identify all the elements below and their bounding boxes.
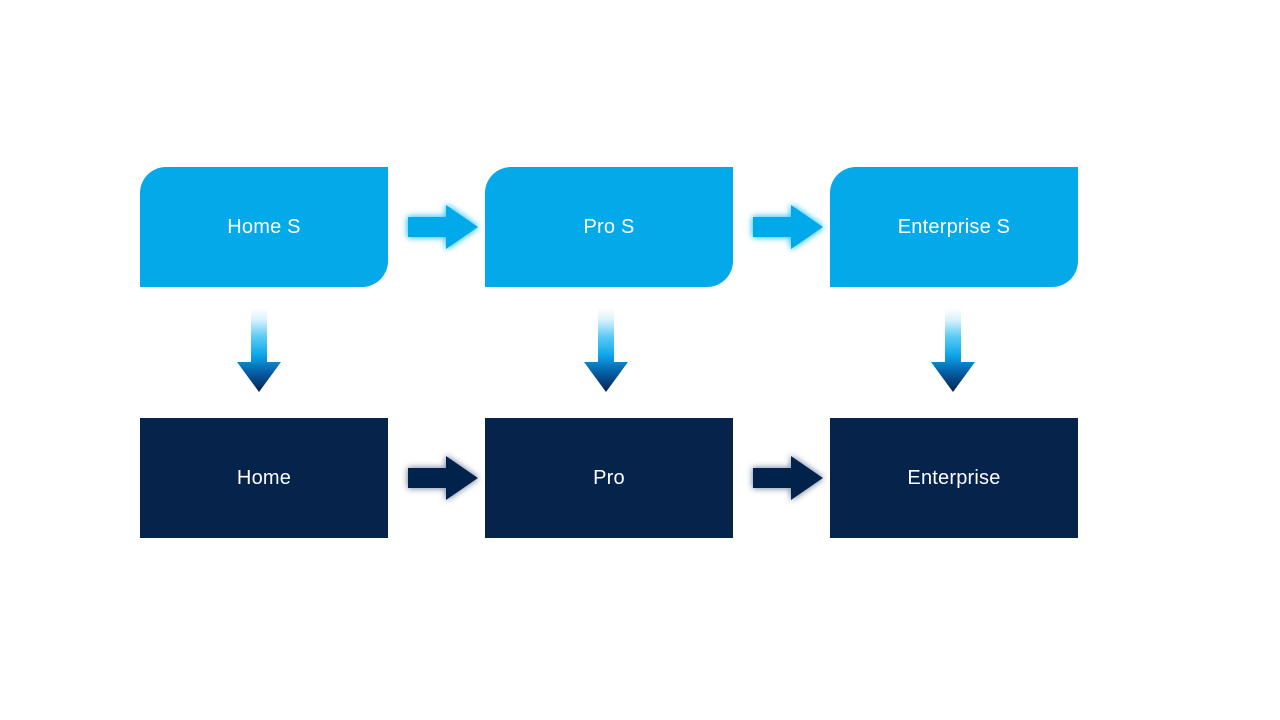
arrow-pro-to-enterprise bbox=[747, 450, 829, 506]
right-arrow-icon bbox=[753, 205, 823, 249]
arrow-home-to-pro bbox=[402, 450, 484, 506]
node-label-home: Home bbox=[236, 467, 292, 489]
down-arrow-icon bbox=[931, 308, 975, 392]
node-label-enterprise-s: Enterprise S bbox=[897, 216, 1011, 238]
arrow-enterprise-s-to-enterprise bbox=[925, 306, 981, 398]
node-pro-s[interactable]: Pro S bbox=[485, 167, 733, 287]
arrow-pro-s-to-pro bbox=[578, 306, 634, 398]
node-enterprise-s[interactable]: Enterprise S bbox=[830, 167, 1078, 287]
node-enterprise[interactable]: Enterprise bbox=[830, 418, 1078, 538]
node-label-pro: Pro bbox=[593, 467, 625, 489]
down-arrow-icon bbox=[584, 308, 628, 392]
arrow-home-s-to-pro-s bbox=[402, 199, 484, 255]
down-arrow-icon bbox=[237, 308, 281, 392]
node-label-pro-s: Pro S bbox=[583, 216, 635, 238]
node-label-home-s: Home S bbox=[227, 216, 301, 238]
arrow-pro-s-to-enterprise-s bbox=[747, 199, 829, 255]
node-home-s[interactable]: Home S bbox=[140, 167, 388, 287]
node-pro[interactable]: Pro bbox=[485, 418, 733, 538]
node-label-enterprise: Enterprise bbox=[907, 467, 1001, 489]
node-home[interactable]: Home bbox=[140, 418, 388, 538]
arrow-home-s-to-home bbox=[231, 306, 287, 398]
right-arrow-icon bbox=[408, 205, 478, 249]
right-arrow-icon bbox=[408, 456, 478, 500]
right-arrow-icon bbox=[753, 456, 823, 500]
